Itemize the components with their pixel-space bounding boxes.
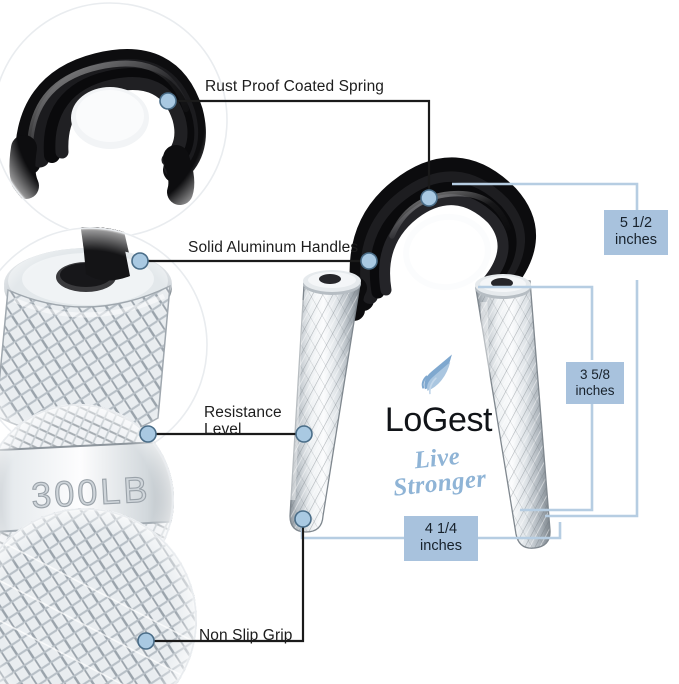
swoosh-bird-icon [421,354,453,395]
callout-label-spring: Rust Proof Coated Spring [205,78,385,95]
callout-label-grip: Non Slip Grip [199,627,293,644]
callout-dot-resistance-detail [139,425,157,443]
callout-leader-lines [140,99,431,643]
callout-dot-grip-detail [137,632,155,650]
detail-circle-spring [0,2,228,238]
brand-wordmark: LoGest [384,401,493,439]
callout-label-resistance-line2: Level [204,421,242,439]
dimension-box-overall-width: 4 1/4 inches [404,516,478,561]
callout-label-resistance-line1: Resistance [204,404,282,421]
callout-dot-spring-product [420,189,438,207]
dimension-box-overall-height: 5 1/2 inches [604,210,668,255]
callout-dots [131,92,438,650]
dim-handle-length-top [478,285,594,360]
callout-label-resistance: Resistance Level [204,404,282,439]
callout-label-handles: Solid Aluminum Handles [188,239,359,256]
dim-overall-width-right [474,522,562,540]
brand-logo: LoGest Live Stronger [371,352,506,502]
callout-dot-handles-detail [131,252,149,270]
dim-overall-height-bottom [545,280,639,518]
dimension-box-handle-length: 3 5/8 inches [566,362,624,405]
callout-dot-grip-product [294,510,312,528]
callout-dot-resistance-product [295,425,313,443]
leader-spring [168,99,431,198]
detail-circle-knurl [0,508,197,684]
dim-handle-length-bottom [520,404,594,512]
callout-dot-spring-detail [159,92,177,110]
handle-left [288,270,361,533]
leader-grip [146,519,305,643]
callout-dot-handles-product [360,252,378,270]
